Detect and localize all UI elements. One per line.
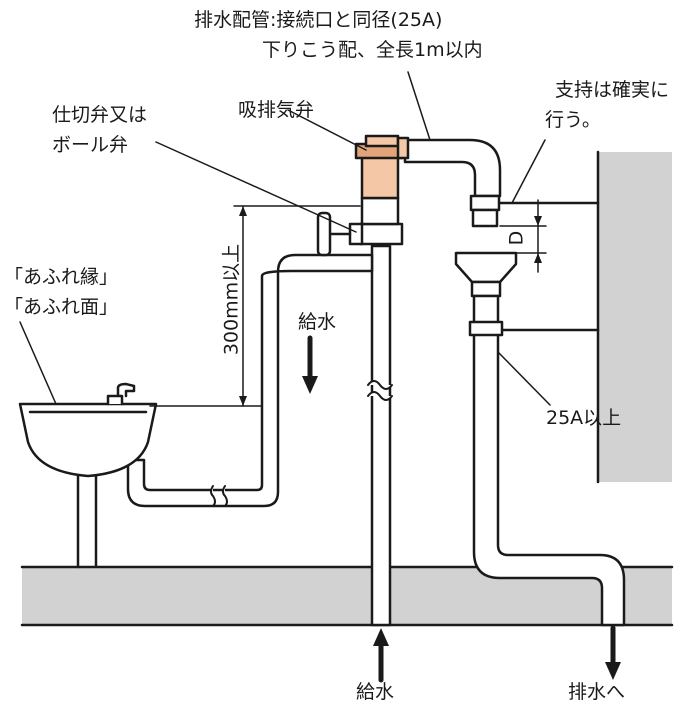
label-dimension-d: D	[504, 228, 529, 248]
leader-25a	[497, 351, 551, 406]
air-valve-body	[360, 154, 400, 200]
label-support: 支持は確実に	[555, 79, 670, 101]
label-overflow-surface: 「あふれ面」	[4, 296, 119, 318]
label-air-valve: 吸排気弁	[238, 99, 315, 121]
dim-d-arrow-bottom	[534, 253, 542, 263]
leader-air-valve	[287, 109, 367, 151]
supply-arrow-bottom-head	[373, 628, 389, 646]
label-supply-water-mid: 給水	[298, 311, 337, 333]
label-drain-pipe-spec: 排水配管:接続口と同径(25A)	[194, 9, 443, 31]
supply-pipe-break	[367, 380, 393, 401]
drain-pipe-horizontal	[403, 138, 502, 198]
label-shutoff-valve-2: ボール弁	[52, 134, 129, 156]
supply-arrow-mid-head	[302, 376, 318, 394]
label-to-drain: 排水へ	[568, 681, 626, 703]
label-drain-pipe-slope: 下りこう配、全長1m以内	[262, 39, 483, 61]
leader-shutoff-valve	[155, 141, 357, 233]
drain-pipe-socket	[469, 194, 501, 212]
gate-valve-handle	[316, 211, 332, 257]
label-height-300: 300mm以上	[220, 243, 243, 356]
label-shutoff-valve: 仕切弁又は	[52, 104, 148, 126]
drain-pipe-coupling	[468, 320, 504, 337]
drain-pipe-end	[471, 208, 499, 228]
label-overflow-rim: 「あふれ縁」	[4, 266, 119, 288]
funnel-neck	[470, 280, 502, 298]
wall	[598, 152, 672, 482]
dim-300-arrow-bottom	[239, 396, 247, 406]
wash-basin	[18, 402, 158, 478]
valve-coupling	[360, 196, 400, 226]
gate-valve-body	[358, 222, 404, 246]
leader-overflow	[19, 321, 57, 405]
air-valve-top	[364, 134, 400, 148]
leader-drain-pipe	[407, 71, 431, 141]
gate-valve-inlet	[348, 222, 364, 246]
supply-pipe-branch	[126, 253, 374, 508]
dim-d-arrow-top	[534, 216, 542, 226]
label-support-2: 行う。	[545, 109, 601, 131]
air-valve-outlet	[396, 136, 410, 160]
supply-pipe-vertical	[370, 244, 392, 627]
branch-pipe-break	[210, 485, 228, 507]
label-supply-water-bottom: 給水	[356, 681, 395, 703]
label-pipe-25a: 25A以上	[546, 407, 622, 429]
drain-arrow-head	[605, 662, 621, 680]
leader-support	[511, 139, 546, 204]
dim-300-arrow-top	[239, 206, 247, 216]
drain-funnel	[454, 251, 518, 284]
faucet	[106, 382, 136, 406]
